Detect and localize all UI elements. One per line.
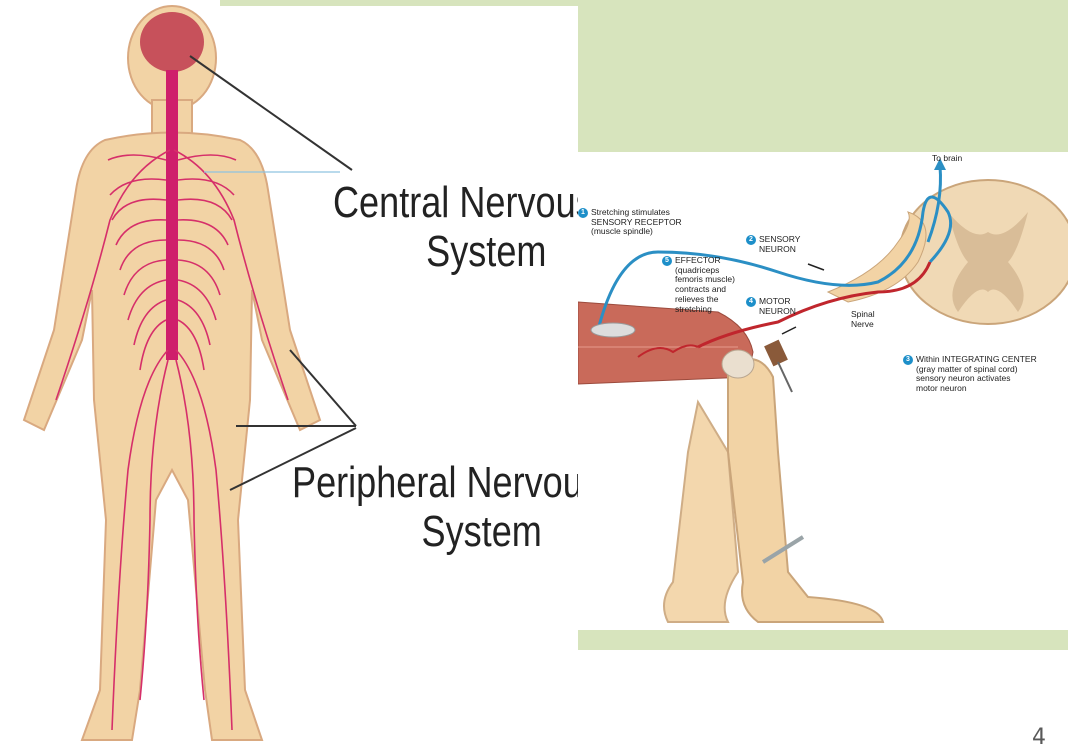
cns-line-2: System	[333, 227, 594, 276]
central-nervous-system-label: Central Nervous System	[333, 178, 594, 277]
brain	[140, 12, 204, 72]
pns-line-2: System	[292, 507, 601, 556]
knee-cap	[722, 350, 754, 378]
spinal-nerve-label: Spinal Nerve	[851, 310, 875, 330]
slide-number: 4	[1032, 725, 1046, 750]
cns-line-1: Central Nervous	[333, 178, 594, 227]
step-2-text: SENSORY NEURON	[759, 235, 800, 255]
step-1-number: 1	[578, 208, 588, 218]
spinal-cord	[166, 70, 178, 360]
step-2-number: 2	[746, 235, 756, 245]
step-5-text: EFFECTOR (quadriceps femoris muscle) con…	[675, 256, 735, 315]
bottom-green-strip	[578, 630, 1068, 650]
green-panel	[578, 0, 1068, 152]
nervous-system-body-figure	[0, 0, 580, 756]
step-3-text: Within INTEGRATING CENTER (gray matter o…	[916, 355, 1037, 394]
step-3-number: 3	[903, 355, 913, 365]
peripheral-nervous-system-label: Peripheral Nervous System	[292, 458, 601, 557]
to-brain-label: To brain	[932, 154, 962, 164]
step-1-text: Stretching stimulates SENSORY RECEPTOR (…	[591, 208, 682, 237]
step-5-number: 5	[662, 256, 672, 266]
muscle-spindle	[591, 323, 635, 337]
step-4-number: 4	[746, 297, 756, 307]
step-4-text: MOTOR NEURON	[759, 297, 796, 317]
pns-line-1: Peripheral Nervous	[292, 458, 601, 507]
